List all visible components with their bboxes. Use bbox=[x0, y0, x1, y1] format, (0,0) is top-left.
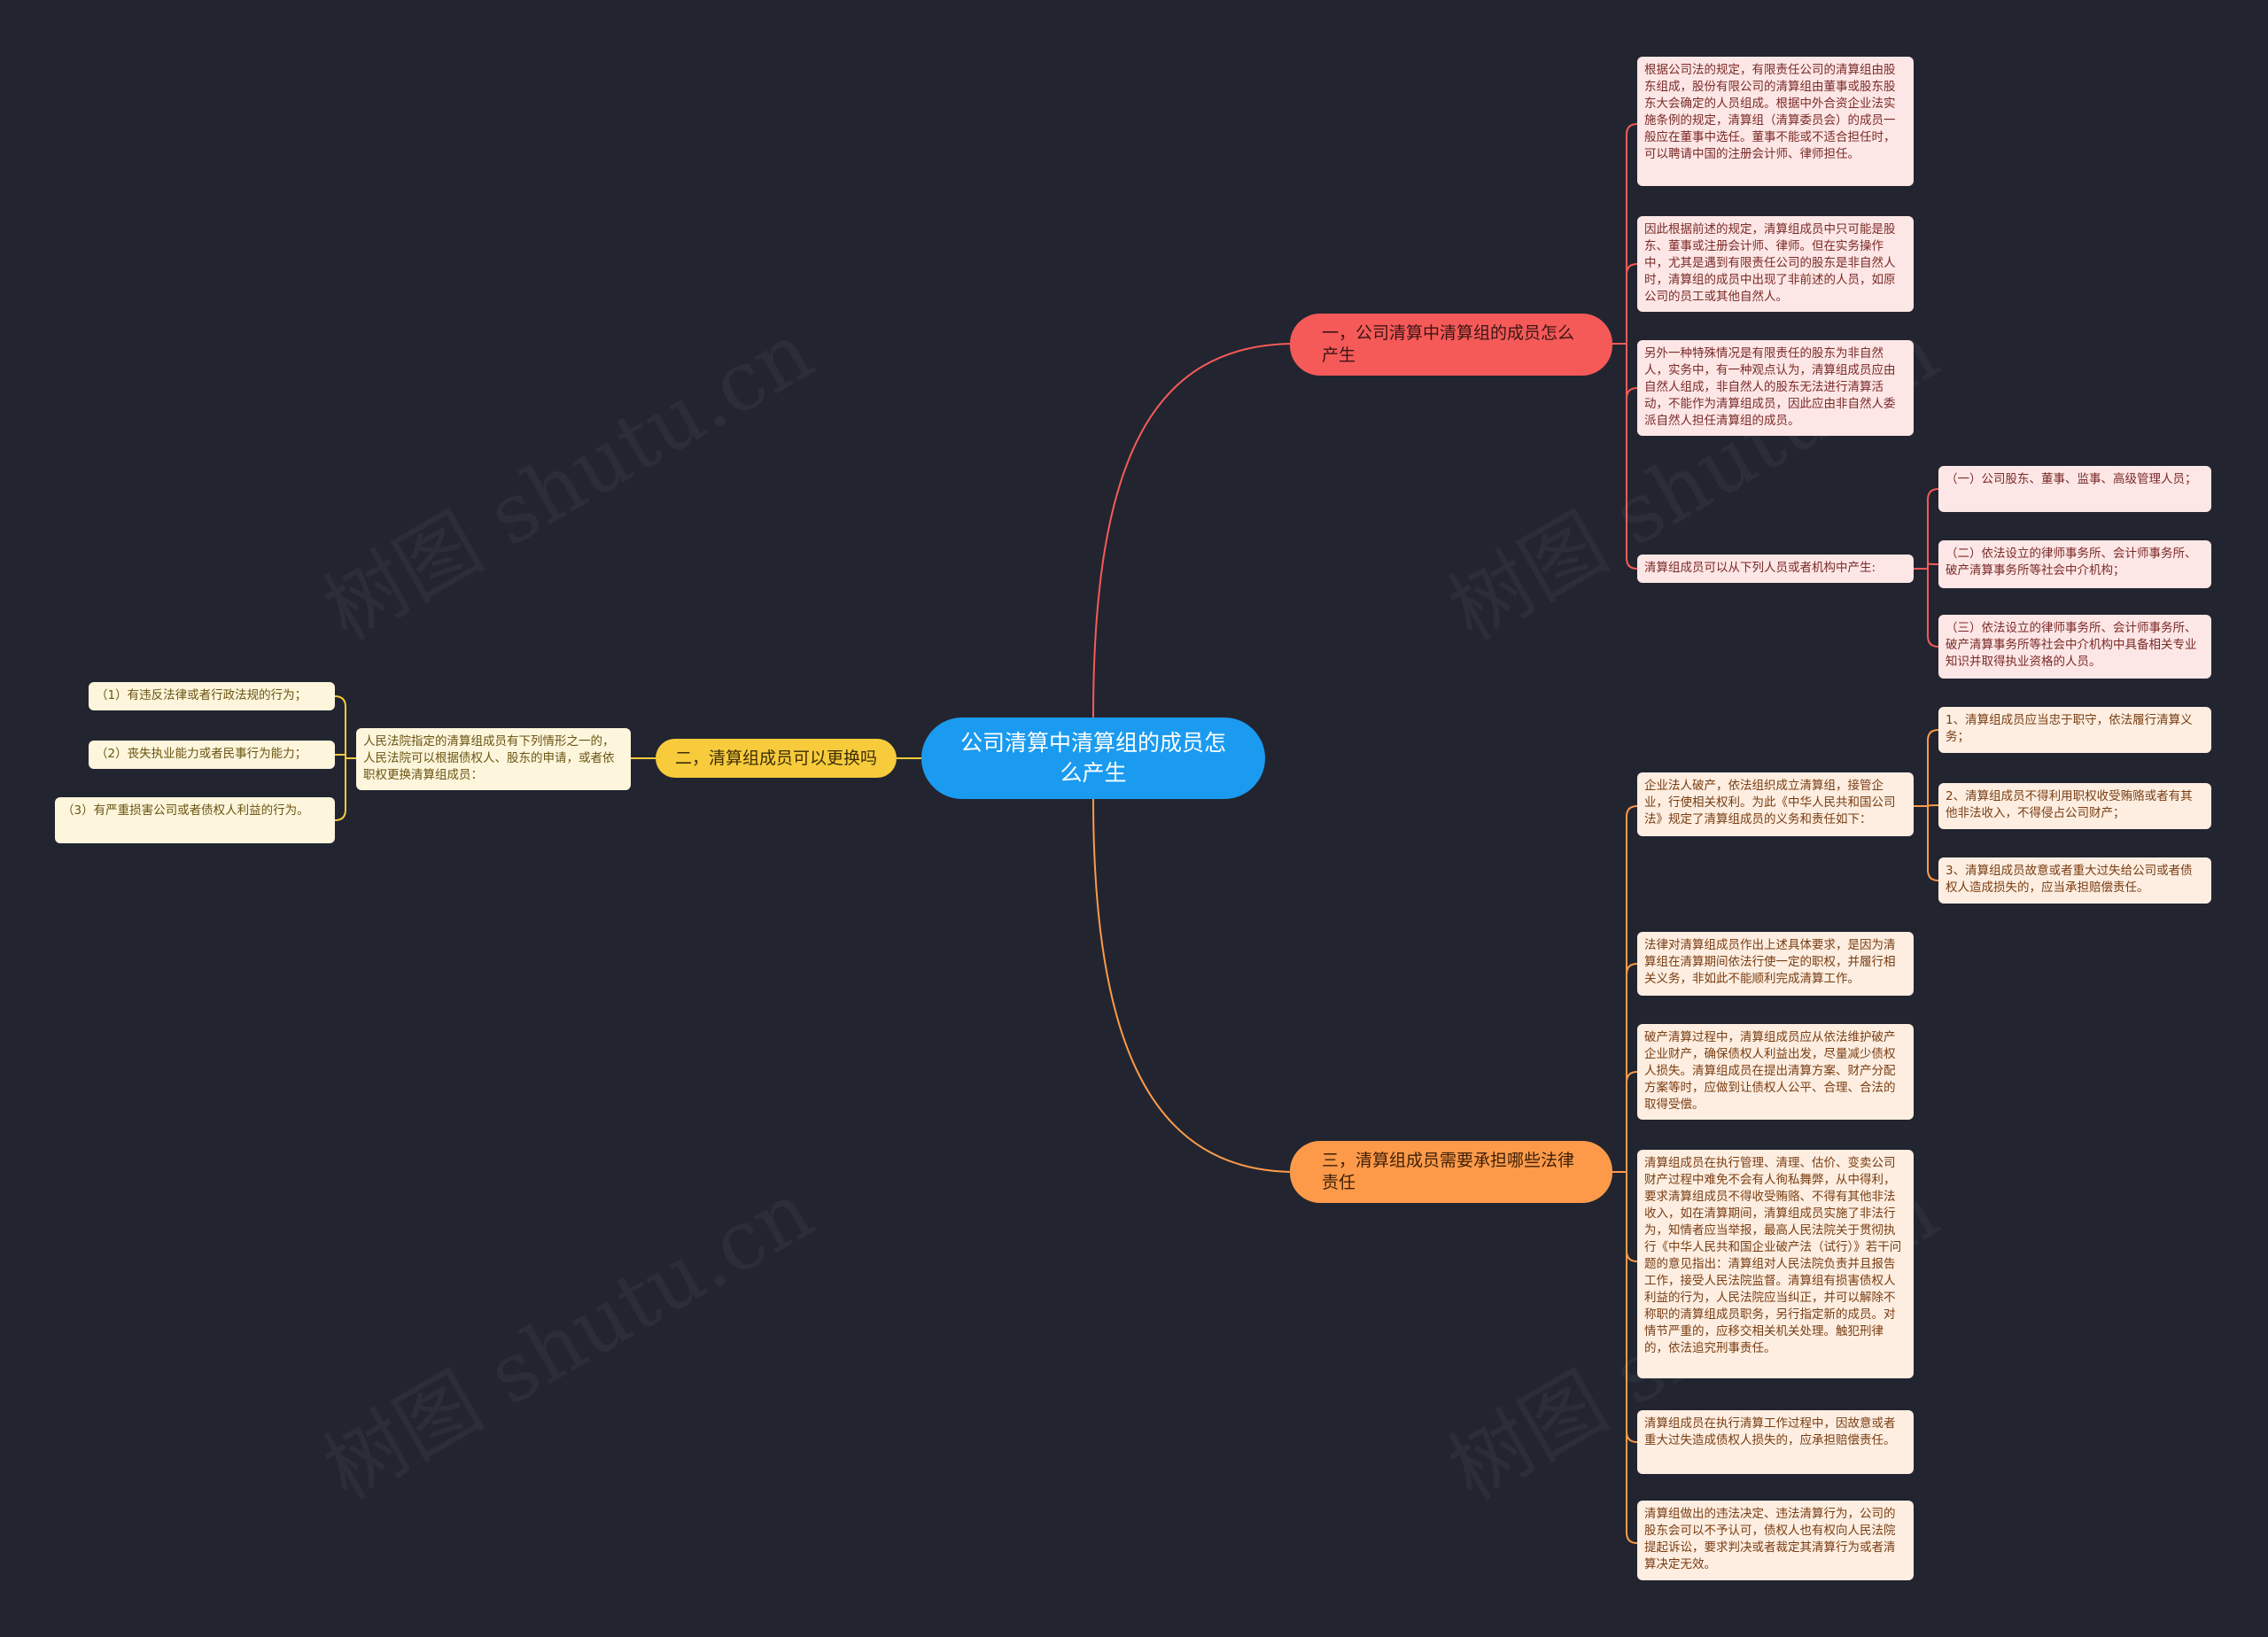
branch3-links bbox=[1612, 729, 1939, 1544]
sub-leaf-node[interactable]: 1、清算组成员应当忠于职守，依法履行清算义务； bbox=[1938, 707, 2211, 753]
leaf-node[interactable]: 清算组成员在执行管理、清理、估价、变卖公司财产过程中难免不会有人徇私舞弊，从中得… bbox=[1637, 1150, 1914, 1378]
link-root-branch3 bbox=[1092, 796, 1296, 1173]
sub-leaf-node[interactable]: （3）有严重损害公司或者债权人利益的行为。 bbox=[55, 797, 335, 843]
sub-leaf-node[interactable]: （一）公司股东、董事、监事、高级管理人员； bbox=[1938, 466, 2211, 512]
branch-node-3[interactable]: 三，清算组成员需要承担哪些法律责任 bbox=[1290, 1141, 1612, 1203]
leaf-node[interactable]: 清算组做出的违法决定、违法清算行为，公司的股东会可以不予认可，债权人也有权向人民… bbox=[1637, 1501, 1914, 1580]
sub-leaf-node[interactable]: （二）依法设立的律师事务所、会计师事务所、破产清算事务所等社会中介机构； bbox=[1938, 540, 2211, 588]
branch2-links bbox=[334, 695, 656, 821]
leaf-node[interactable]: 人民法院指定的清算组成员有下列情形之一的，人民法院可以根据债权人、股东的申请，或… bbox=[356, 728, 631, 790]
leaf-node[interactable]: 因此根据前述的规定，清算组成员中只可能是股东、董事或注册会计师、律师。但在实务操… bbox=[1637, 216, 1914, 312]
leaf-node[interactable]: 法律对清算组成员作出上述具体要求，是因为清算组在清算期间依法行使一定的职权，并履… bbox=[1637, 932, 1914, 996]
root-label: 公司清算中清算组的成员怎么产生 bbox=[960, 730, 1227, 786]
root-node[interactable]: 公司清算中清算组的成员怎么产生 bbox=[921, 718, 1265, 799]
leaf-node[interactable]: 根据公司法的规定，有限责任公司的清算组由股东组成，股份有限公司的清算组由董事或股… bbox=[1637, 57, 1914, 186]
sub-leaf-node[interactable]: （三）依法设立的律师事务所、会计师事务所、破产清算事务所等社会中介机构中具备相关… bbox=[1938, 615, 2211, 679]
sub-leaf-node[interactable]: （1）有违反法律或者行政法规的行为； bbox=[89, 682, 335, 710]
sub-leaf-node[interactable]: 2、清算组成员不得利用职权收受贿赂或者有其他非法收入，不得侵占公司财产； bbox=[1938, 783, 2211, 829]
branch1-links bbox=[1612, 123, 1939, 648]
sub-leaf-node[interactable]: （2）丧失执业能力或者民事行为能力； bbox=[89, 741, 335, 769]
leaf-node[interactable]: 清算组成员在执行清算工作过程中，因故意或者重大过失造成债权人损失的，应承担赔偿责… bbox=[1637, 1410, 1914, 1474]
branch-node-2[interactable]: 二，清算组成员可以更换吗 bbox=[656, 739, 897, 778]
branch-label: 二，清算组成员可以更换吗 bbox=[675, 748, 878, 768]
branch-label: 三，清算组成员需要承担哪些法律责任 bbox=[1322, 1151, 1575, 1192]
branch-node-1[interactable]: 一，公司清算中清算组的成员怎么产生 bbox=[1290, 314, 1612, 376]
leaf-node[interactable]: 另外一种特殊情况是有限责任的股东为非自然人，实务中，有一种观点认为，清算组成员应… bbox=[1637, 340, 1914, 436]
sub-leaf-node[interactable]: 3、清算组成员故意或者重大过失给公司或者债权人造成损失的，应当承担赔偿责任。 bbox=[1938, 857, 2211, 904]
leaf-node[interactable]: 企业法人破产，依法组织成立清算组，接管企业，行使相关权利。为此《中华人民共和国公… bbox=[1637, 772, 1914, 836]
leaf-node[interactable]: 破产清算过程中，清算组成员应从依法维护破产企业财产，确保债权人利益出发，尽量减少… bbox=[1637, 1024, 1914, 1120]
link-root-branch1 bbox=[1092, 343, 1296, 718]
branch-label: 一，公司清算中清算组的成员怎么产生 bbox=[1322, 323, 1575, 365]
leaf-node[interactable]: 清算组成员可以从下列人员或者机构中产生: bbox=[1637, 555, 1914, 583]
